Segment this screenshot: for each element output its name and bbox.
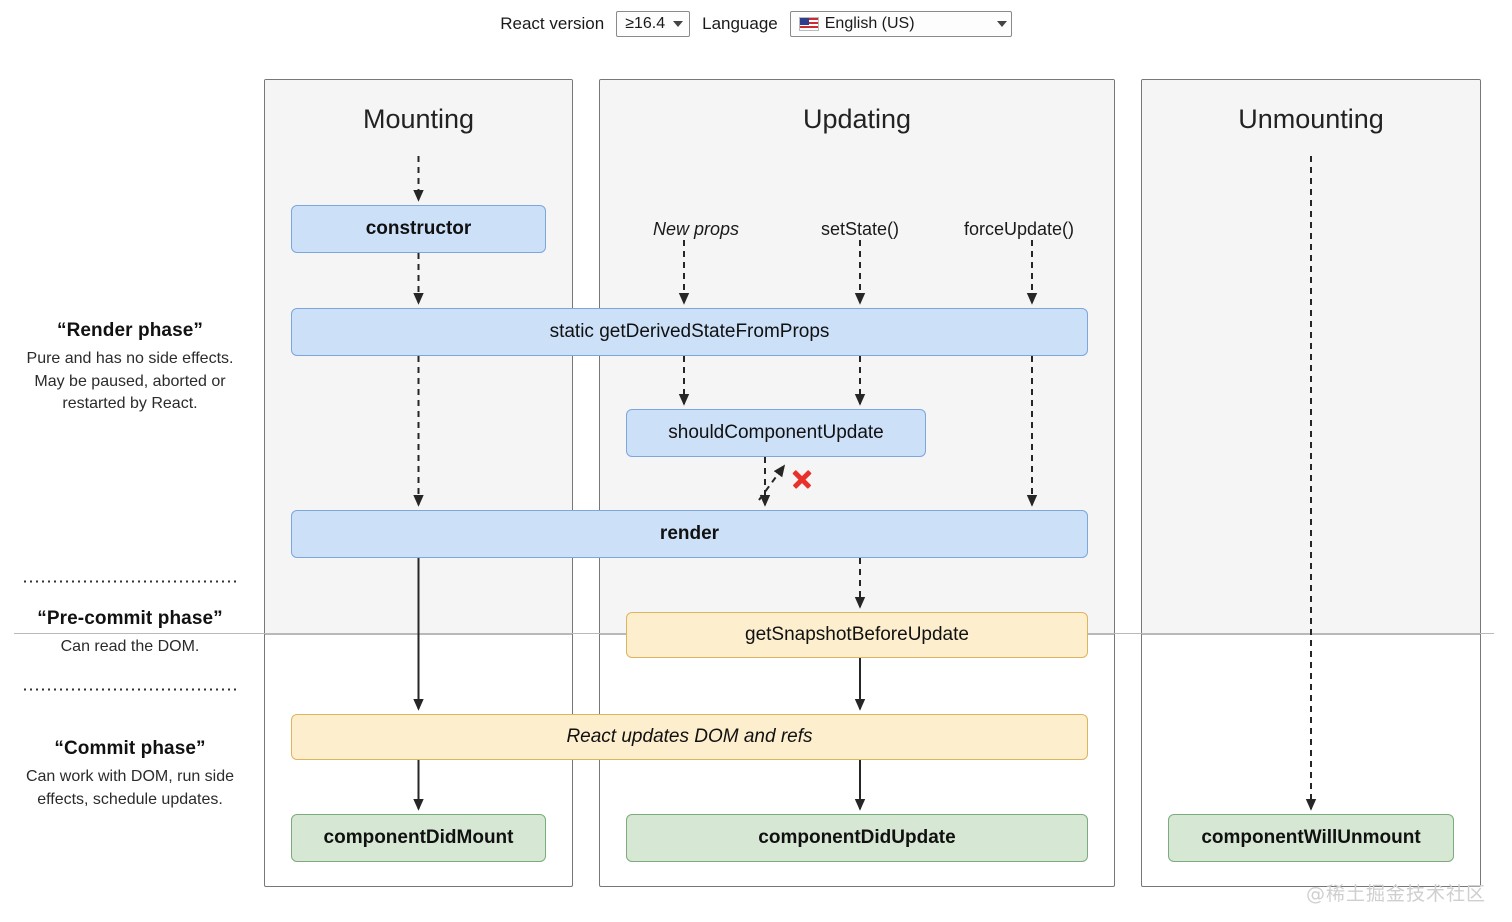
legend-commit-phase-description: Can work with DOM, run side effects, sch… bbox=[25, 768, 235, 808]
trigger-new-props: New props bbox=[652, 219, 740, 239]
lifecycle-box-component-will-unmount[interactable]: componentWillUnmount bbox=[1168, 814, 1454, 862]
lifecycle-box-component-did-mount[interactable]: componentDidMount bbox=[291, 814, 546, 862]
legend-commit-phase: “Commit phase” Can work with DOM, run si… bbox=[0, 738, 260, 811]
lifecycle-box-get-snapshot-before-update[interactable]: getSnapshotBeforeUpdate bbox=[626, 612, 1088, 658]
legend-render-phase-title: “Render phase” bbox=[56, 320, 204, 341]
watermark: @稀土掘金技术社区 bbox=[1305, 883, 1486, 905]
lifecycle-box-render[interactable]: render bbox=[291, 510, 1088, 558]
react-version-select[interactable]: ≥16.4 bbox=[616, 11, 691, 37]
diagram-controls: React version ≥16.4 Language English (US… bbox=[0, 0, 1512, 48]
lifecycle-box-constructor[interactable]: constructor bbox=[291, 205, 546, 253]
red-x-skip-render-icon bbox=[791, 468, 813, 490]
column-updating-title: Updating bbox=[802, 104, 912, 134]
language-select[interactable]: English (US) bbox=[789, 11, 1012, 37]
legend-render-phase-description: Pure and has no side effects. May be pau… bbox=[26, 350, 234, 413]
legend-render-phase: “Render phase” Pure and has no side effe… bbox=[0, 320, 260, 416]
legend-pre-commit-phase-description: Can read the DOM. bbox=[60, 638, 200, 655]
legend-divider-bottom bbox=[22, 688, 236, 691]
lifecycle-box-component-did-update[interactable]: componentDidUpdate bbox=[626, 814, 1088, 862]
language-value: English (US) bbox=[824, 15, 915, 32]
column-mounting-title: Mounting bbox=[362, 104, 475, 134]
us-flag-icon bbox=[798, 17, 819, 31]
lifecycle-box-react-updates-dom-and-refs: React updates DOM and refs bbox=[291, 714, 1088, 760]
column-unmounting-title: Unmounting bbox=[1238, 104, 1384, 134]
react-version-label: React version bbox=[500, 14, 605, 33]
trigger-force-update: forceUpdate() bbox=[963, 219, 1075, 239]
chevron-down-icon bbox=[996, 21, 1007, 27]
react-version-value: ≥16.4 bbox=[625, 15, 666, 32]
legend-pre-commit-phase-title: “Pre-commit phase” bbox=[37, 608, 223, 629]
language-label: Language bbox=[702, 14, 778, 33]
legend-commit-phase-title: “Commit phase” bbox=[54, 738, 206, 759]
trigger-set-state: setState() bbox=[820, 219, 900, 239]
lifecycle-box-get-derived-state-from-props[interactable]: static getDerivedStateFromProps bbox=[291, 308, 1088, 356]
lifecycle-box-should-component-update[interactable]: shouldComponentUpdate bbox=[626, 409, 926, 457]
chevron-down-icon bbox=[673, 21, 684, 27]
legend-divider-top bbox=[22, 580, 236, 583]
legend-pre-commit-phase: “Pre-commit phase” Can read the DOM. bbox=[0, 608, 260, 659]
